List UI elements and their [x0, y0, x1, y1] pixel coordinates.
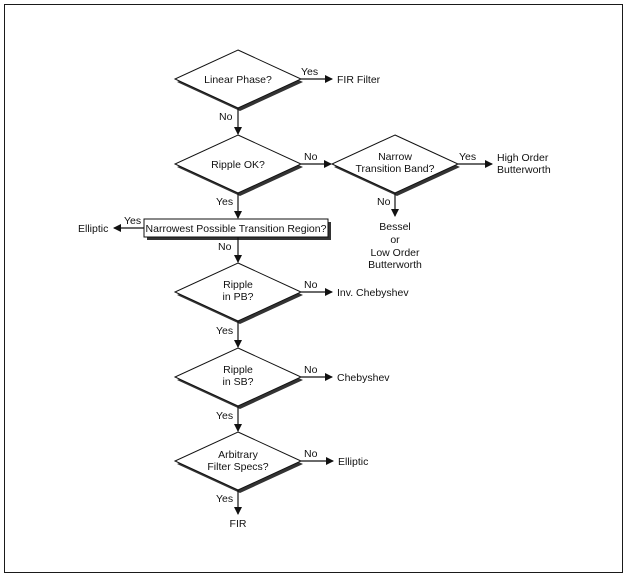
outcome-high-order-line2: Butterworth — [497, 164, 551, 176]
decision-ripple-sb: Ripple in SB? — [173, 347, 303, 409]
decision-ripple-pb-line2: in PB? — [223, 291, 254, 303]
decision-ripple-pb: Ripple in PB? — [173, 262, 303, 324]
outcome-chebyshev: Chebyshev — [337, 372, 390, 384]
decision-linear-phase-label: Linear Phase? — [204, 74, 272, 86]
decision-ripple-pb-line1: Ripple — [223, 279, 253, 291]
edge-label-yes: Yes — [216, 493, 233, 505]
decision-narrow-transition: Narrow Transition Band? — [330, 134, 460, 196]
edge-label-no: No — [218, 241, 232, 253]
edge-label-no: No — [304, 448, 318, 460]
decision-linear-phase: Linear Phase? — [173, 49, 303, 111]
edge-label-no: No — [304, 364, 318, 376]
decision-ripple-sb-line2: in SB? — [223, 376, 254, 388]
outcome-elliptic-left: Elliptic — [78, 223, 108, 235]
decision-narrowest-region: Narrowest Possible Transition Region? — [143, 218, 331, 240]
decision-narrow-transition-line2: Transition Band? — [356, 163, 435, 175]
decision-ripple-sb-line1: Ripple — [223, 364, 253, 376]
edge-label-yes: Yes — [216, 196, 233, 208]
decision-arbitrary-specs: Arbitrary Filter Specs? — [173, 431, 303, 493]
outcome-elliptic-right: Elliptic — [338, 456, 368, 468]
edge-label-yes: Yes — [124, 215, 141, 227]
decision-ripple-ok-label: Ripple OK? — [211, 159, 265, 171]
edge-label-yes: Yes — [216, 325, 233, 337]
edge-label-no: No — [377, 196, 391, 208]
outcome-bessel-line3: Low Order — [370, 247, 420, 259]
edge-label-no: No — [304, 151, 318, 163]
outcome-bessel-line2: or — [390, 234, 400, 246]
decision-narrow-transition-line1: Narrow — [378, 151, 412, 163]
edge-label-yes: Yes — [459, 151, 476, 163]
decision-narrowest-region-label: Narrowest Possible Transition Region? — [146, 223, 327, 235]
decision-arbitrary-specs-line2: Filter Specs? — [207, 461, 268, 473]
edge-label-yes: Yes — [301, 66, 318, 78]
figure-frame — [4, 4, 623, 573]
decision-arbitrary-specs-line1: Arbitrary — [218, 449, 258, 461]
edge-label-no: No — [219, 111, 233, 123]
outcome-bessel-line1: Bessel — [379, 221, 411, 233]
edge-label-yes: Yes — [216, 410, 233, 422]
outcome-bessel-line4: Butterworth — [368, 259, 422, 271]
outcome-fir-filter: FIR Filter — [337, 74, 381, 86]
outcome-inv-chebyshev: Inv. Chebyshev — [337, 287, 409, 299]
decision-ripple-ok: Ripple OK? — [173, 134, 303, 196]
outcome-high-order-line1: High Order — [497, 152, 549, 164]
edge-label-no: No — [304, 279, 318, 291]
outcome-fir: FIR — [230, 518, 247, 530]
